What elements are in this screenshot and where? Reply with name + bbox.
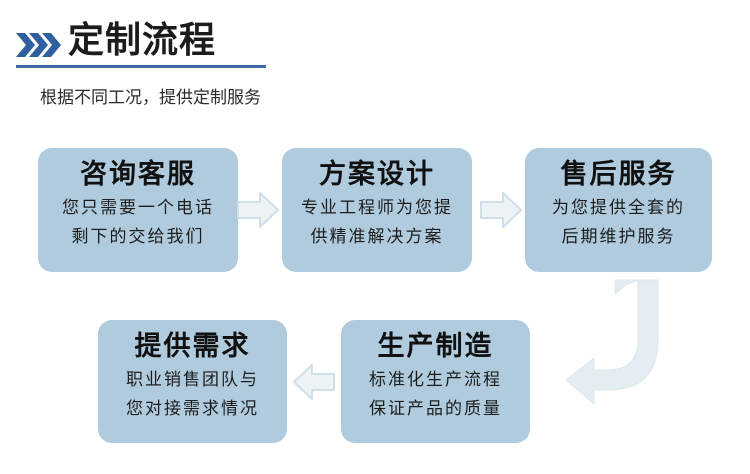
flow-step-solution-design[interactable]: 方案设计 专业工程师为您提 供精准解决方案 [282, 148, 472, 272]
flow-step-title: 生产制造 [377, 331, 494, 362]
arrow-left-icon [290, 360, 336, 404]
flow-step-line: 后期维护服务 [561, 227, 676, 247]
flow-step-line: 您对接需求情况 [126, 399, 259, 419]
flow-step-line: 保证产品的质量 [369, 399, 502, 419]
flow-step-line: 为您提供全套的 [552, 198, 685, 218]
flow-step-line: 供精准解决方案 [310, 227, 444, 247]
flow-step-title: 方案设计 [319, 159, 435, 190]
page-title: 定制流程 [68, 20, 217, 61]
flow-step-line: 专业工程师为您提 [301, 198, 453, 218]
flow-step-line: 您只需要一个电话 [62, 198, 214, 218]
arrow-u-turn-down-left-icon [558, 278, 678, 408]
flow-step-consult-service[interactable]: 咨询客服 您只需要一个电话 剩下的交给我们 [38, 148, 238, 272]
double-chevron-right-icon [16, 31, 64, 59]
title-underline [16, 65, 266, 68]
flow-step-line: 职业销售团队与 [126, 370, 259, 390]
flow-step-title: 提供需求 [134, 331, 251, 362]
flow-step-title: 咨询客服 [80, 159, 196, 190]
arrow-right-icon [236, 188, 280, 232]
page-header: 定制流程 [16, 18, 436, 70]
arrow-right-icon [479, 188, 523, 232]
flow-step-provide-requirements[interactable]: 提供需求 职业销售团队与 您对接需求情况 [98, 320, 287, 443]
page-subtitle: 根据不同工况，提供定制服务 [40, 88, 261, 108]
flow-step-production-manufacturing[interactable]: 生产制造 标准化生产流程 保证产品的质量 [341, 320, 530, 443]
flow-step-line: 剩下的交给我们 [71, 227, 205, 247]
flow-step-line: 标准化生产流程 [369, 370, 502, 390]
flow-step-after-sales-service[interactable]: 售后服务 为您提供全套的 后期维护服务 [525, 148, 712, 272]
flow-step-title: 售后服务 [560, 159, 677, 190]
